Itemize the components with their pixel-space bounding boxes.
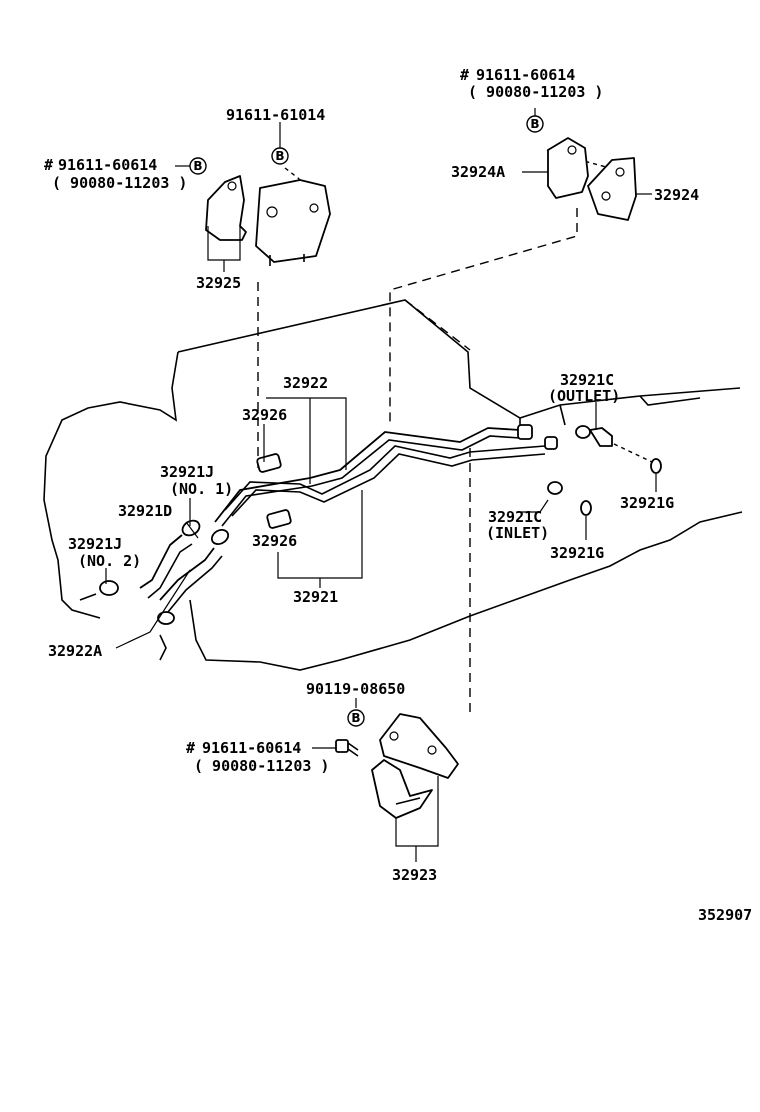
part-number-32921C-outlet[interactable]: 32921C [560, 371, 614, 389]
bolt-alt-part-number[interactable]: ( 90080-11203 ) [468, 83, 603, 101]
bracket-32924A[interactable] [547, 137, 589, 199]
cooler-pipes [214, 424, 558, 527]
outlet-fitting-icon [575, 425, 613, 447]
part-number-32924[interactable]: 32924 [654, 186, 699, 204]
circle-b-label: B [275, 149, 284, 163]
gasket-icons [580, 458, 662, 516]
circle-b-label: B [351, 711, 360, 725]
part-number-32926-upper[interactable]: 32926 [242, 406, 287, 424]
part-number-32921J-no1[interactable]: 32921J [160, 463, 214, 481]
circle-b-marker: B [271, 147, 289, 165]
bracket-32923[interactable] [371, 713, 459, 819]
bolt-lower-icon [335, 739, 359, 757]
part-number-32922[interactable]: 32922 [283, 374, 328, 392]
bolt-alt-part-number[interactable]: ( 90080-11203 ) [194, 757, 329, 775]
circle-b-marker: B [526, 115, 544, 133]
bolt-part-number[interactable]: 91611-60614 [58, 156, 157, 174]
inlet-fitting-icon [547, 481, 563, 495]
bracket-32925[interactable] [205, 175, 331, 266]
hose-clip-no1-note: (NO. 1) [170, 480, 233, 498]
bolt-hash-mark: # [186, 739, 195, 757]
hose-clip-no2-note: (NO. 2) [78, 552, 141, 570]
screw-part-number[interactable]: 91611-61014 [226, 106, 325, 124]
pipe-clamp-lower[interactable] [266, 509, 292, 529]
transmission-outline [43, 299, 743, 671]
part-number-32921G-2[interactable]: 32921G [550, 544, 604, 562]
part-number-32921G-1[interactable]: 32921G [620, 494, 674, 512]
pipe-clamp-upper[interactable] [256, 453, 282, 473]
part-number-32925[interactable]: 32925 [196, 274, 241, 292]
screw-part-number[interactable]: 90119-08650 [306, 680, 405, 698]
bolt-part-number[interactable]: 91611-60614 [202, 739, 301, 757]
part-number-32921C-inlet[interactable]: 32921C [488, 508, 542, 526]
part-number-32921[interactable]: 32921 [293, 588, 338, 606]
bolt-hash-mark: # [460, 66, 469, 84]
bolt-hash-mark: # [44, 156, 53, 174]
circle-b-label: B [530, 117, 539, 131]
diagram-id: 352907 [698, 906, 752, 924]
circle-b-marker: B [189, 157, 207, 175]
circle-b-marker: B [347, 709, 365, 727]
part-number-32921D[interactable]: 32921D [118, 502, 172, 520]
part-number-32922A[interactable]: 32922A [48, 642, 102, 660]
part-number-32926-lower[interactable]: 32926 [252, 532, 297, 550]
circle-b-label: B [193, 159, 202, 173]
label-leaders [105, 108, 657, 862]
bolt-part-number[interactable]: 91611-60614 [476, 66, 575, 84]
bracket-32924[interactable] [587, 157, 637, 221]
outlet-note: (OUTLET) [548, 387, 620, 405]
bolt-alt-part-number[interactable]: ( 90080-11203 ) [52, 174, 187, 192]
part-number-32921J-no2[interactable]: 32921J [68, 535, 122, 553]
part-number-32924A[interactable]: 32924A [451, 163, 505, 181]
part-number-32923[interactable]: 32923 [392, 866, 437, 884]
inlet-note: (INLET) [486, 524, 549, 542]
